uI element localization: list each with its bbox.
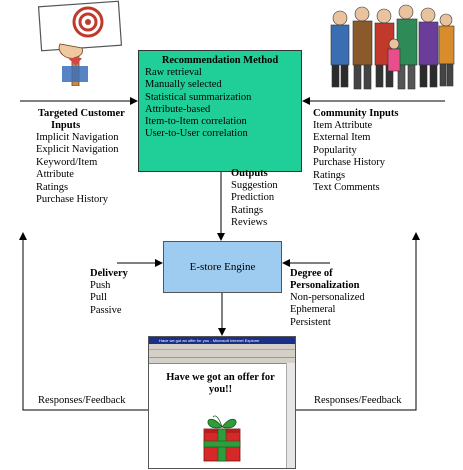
targeted-item: Implicit Navigation: [36, 132, 119, 143]
recommendation-item: Item-to-Item correlation: [145, 116, 247, 128]
recommendation-item: Statistical summarization: [145, 91, 252, 103]
browser-address-bar: [149, 358, 295, 364]
left-feedback-line: [19, 232, 148, 411]
feedback-label-right: Responses/Feedback: [314, 395, 402, 406]
targeted-customer-inputs: Targeted Customer Inputs Implicit Naviga…: [36, 108, 136, 206]
delivery-item: Passive: [90, 304, 122, 316]
targeted-item: Purchase History: [36, 194, 109, 206]
outputs-list: Outputs Suggestion Prediction Ratings Re…: [231, 168, 301, 230]
target-clipart-icon: [38, 0, 122, 86]
targeted-item: Keyword/Item: [36, 156, 98, 168]
outputs-item: Reviews: [231, 217, 268, 229]
delivery-list: Delivery Push Pull Passive: [90, 268, 150, 317]
community-item: Purchase History: [313, 157, 386, 169]
targeted-item: Ratings: [36, 181, 69, 193]
recommendation-item: Raw retrieval: [145, 67, 202, 78]
community-item: Popularity: [313, 144, 357, 156]
outputs-item: Suggestion: [231, 180, 278, 191]
browser-window-title: Have we got an offer for you - Microsoft…: [159, 338, 260, 343]
community-item: External Item: [313, 132, 371, 144]
browser-scrollbar[interactable]: [286, 363, 295, 468]
personalization-item: Ephemeral: [290, 304, 336, 316]
browser-content: Have we got an offer for you!!: [149, 363, 286, 468]
browser-window: Have we got an offer for you - Microsoft…: [148, 336, 296, 469]
delivery-item: Pull: [90, 292, 107, 304]
browser-toolbar: [149, 350, 295, 358]
crowd-clipart-icon: [330, 4, 455, 90]
personalization-title-line2: Personalization: [290, 280, 360, 291]
feedback-label-left: Responses/Feedback: [38, 395, 126, 406]
right-feedback-line: [296, 232, 420, 411]
community-inputs: Community Inputs Item Attribute External…: [313, 108, 423, 194]
targeted-title-line2: Inputs: [51, 120, 81, 131]
browser-title-bar: Have we got an offer for you - Microsoft…: [149, 337, 295, 344]
recommendation-method-title: Recommendation Method: [161, 55, 279, 66]
delivery-item: Push: [90, 280, 111, 291]
community-title: Community Inputs: [313, 108, 399, 119]
community-item: Ratings: [313, 169, 346, 181]
outputs-item: Prediction: [231, 192, 275, 204]
outputs-item: Ratings: [231, 204, 264, 216]
targeted-item: Explicit Navigation: [36, 144, 119, 156]
e-store-engine-label: E-store Engine: [189, 261, 256, 273]
e-store-engine-box: E-store Engine: [163, 241, 282, 293]
targeted-item: Attribute: [36, 169, 74, 181]
gift-icon: [203, 415, 241, 462]
recommendation-item: User-to-User correlation: [145, 128, 248, 140]
community-item: Item Attribute: [313, 120, 373, 131]
personalization-list: Degree of Personalization Non-personaliz…: [290, 268, 390, 329]
browser-menu-bar: [149, 344, 295, 350]
recommendation-method-box: Recommendation Method Raw retrieval Manu…: [138, 50, 302, 172]
personalization-item: Persistent: [290, 316, 331, 328]
recommendation-item: Manually selected: [145, 79, 222, 91]
community-item: Text Comments: [313, 182, 380, 194]
recommendation-item: Attribute-based: [145, 103, 211, 115]
personalization-item: Non-personalized: [290, 292, 365, 303]
offer-text: Have we got an offer for you!!: [166, 372, 275, 395]
targeted-title-line1: Targeted Customer: [38, 108, 125, 119]
personalization-title-line1: Degree of: [290, 268, 333, 279]
outputs-title: Outputs: [231, 168, 268, 179]
delivery-title: Delivery: [90, 268, 128, 279]
